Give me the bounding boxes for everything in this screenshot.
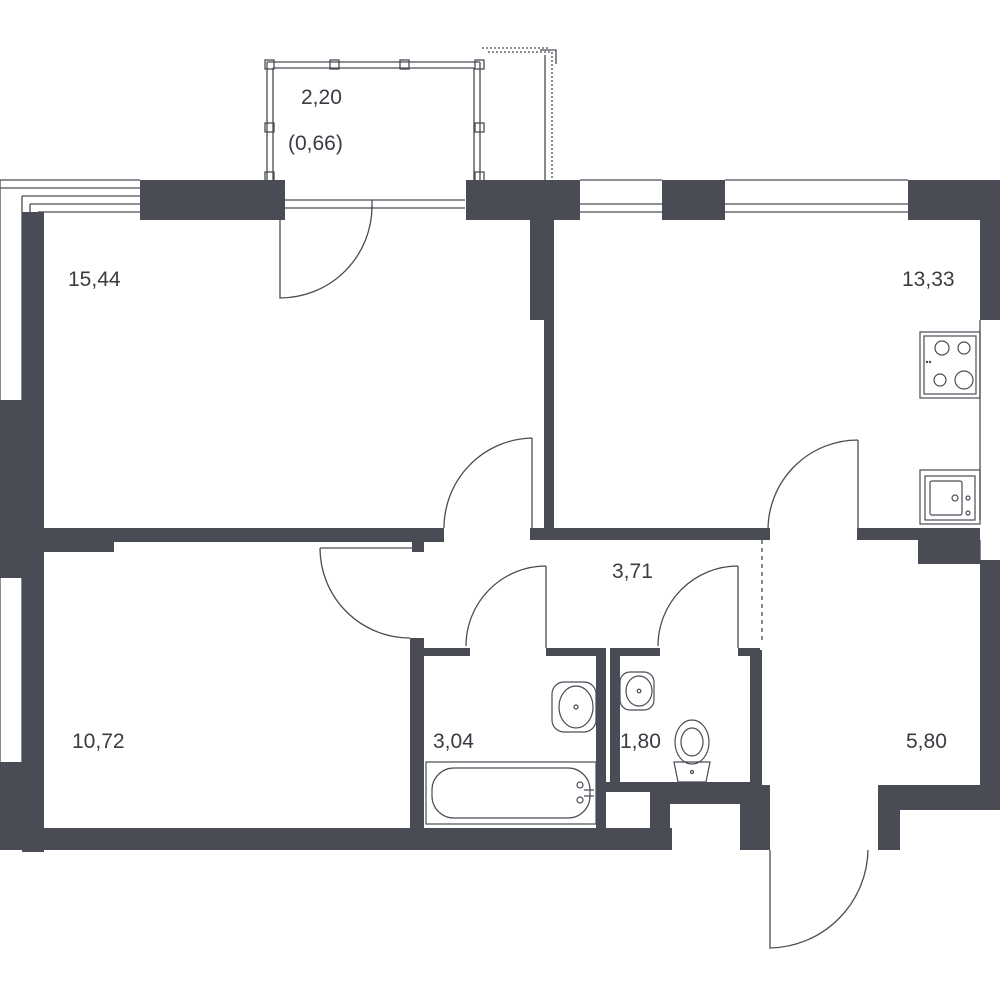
kitchen-area-label: 13,33 [902,268,955,291]
bathroom-area-label: 3,04 [433,730,474,753]
doors [279,205,869,949]
stove-icon [919,331,981,399]
toilet-icon [673,719,711,783]
windows [0,179,981,762]
kitchen-sink-icon [919,469,981,525]
hallway-area-label: 3,71 [612,560,653,583]
bedroom-top-area-label: 15,44 [68,268,121,291]
walls [0,180,1000,852]
balcony-reduced-area-label: (0,66) [288,132,343,155]
balcony-area-label: 2,20 [301,86,342,109]
bathtub-icon [425,761,597,825]
toilet-area-label: 1,80 [620,730,661,753]
bedroom-bottom-area-label: 10,72 [72,730,125,753]
washbasin-icon [551,681,597,733]
washbasin-icon-toilet [619,671,655,711]
entrance-area-label: 5,80 [906,730,947,753]
balcony [264,47,557,182]
